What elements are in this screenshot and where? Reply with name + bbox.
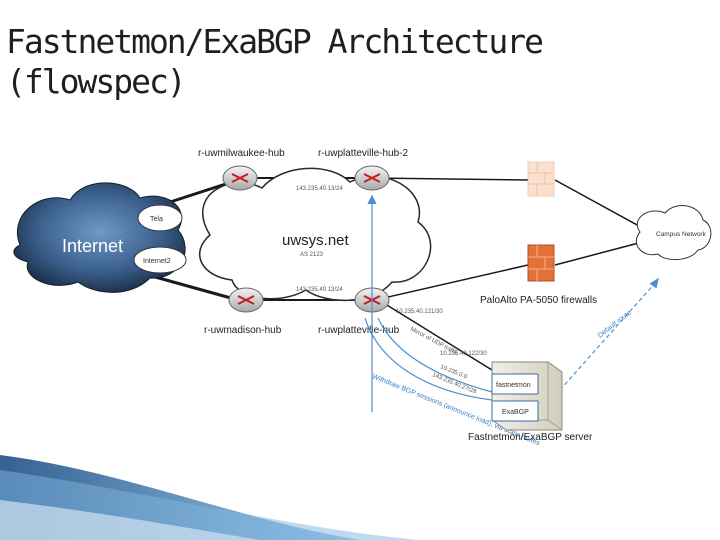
exabgp-box <box>491 400 539 422</box>
peer-internet2-label: Internet2 <box>143 258 171 265</box>
fastnetmon-box <box>491 373 539 395</box>
campus-cloud: Campus Network <box>635 205 712 260</box>
ip-fw-label: 10.235.40.121/30 <box>396 309 443 315</box>
ip-bottom: 143.235.40.13/24 <box>296 287 343 293</box>
peer-internet2-bubble <box>133 246 187 274</box>
exabgp-label: ExaBGP <box>502 409 529 416</box>
router-milwaukee-label: r-uwmilwaukee-hub <box>198 148 285 159</box>
internet-label: Internet <box>62 236 123 256</box>
peer-tela-label: Tela <box>150 216 163 223</box>
peer-tela-bubble <box>137 204 183 232</box>
router-madison: r-uwmadison-hub <box>204 287 282 336</box>
server-box: fastnetmon ExaBGP <box>491 361 563 431</box>
router-platteville2: r-uwplatteville-hub-2 <box>318 148 408 191</box>
default-route-label: Default route <box>597 309 633 339</box>
uwsys-asn: AS 2123 <box>300 252 324 258</box>
router-platteville-label: r-uwplatteville-hub <box>318 325 400 336</box>
ip-top: 143.235.40.13/24 <box>296 186 343 192</box>
footer-wave <box>0 455 420 540</box>
firewall-bottom <box>527 244 555 282</box>
campus-label: Campus Network <box>656 231 707 238</box>
server-label: Fastnetmon/ExaBGP server <box>468 432 593 443</box>
page-title: Fastnetmon/ExaBGP Architecture (flowspec… <box>6 22 544 101</box>
mirror-label: Mirror of UDP traffic <box>409 326 458 356</box>
router-milwaukee: r-uwmilwaukee-hub <box>198 148 285 191</box>
router-platteville2-label: r-uwplatteville-hub-2 <box>318 148 408 159</box>
uwsys-label: uwsys.net <box>282 232 350 249</box>
firewall-top <box>527 161 555 197</box>
router-madison-label: r-uwmadison-hub <box>204 325 282 336</box>
ip-server-label: 10.235.40.122/30 <box>440 351 487 357</box>
fastnetmon-label: fastnetmon <box>496 382 531 389</box>
internet-cloud: Internet Tela Internet2 <box>13 182 187 293</box>
firewall-label: PaloAlto PA-5050 firewalls <box>480 295 597 306</box>
